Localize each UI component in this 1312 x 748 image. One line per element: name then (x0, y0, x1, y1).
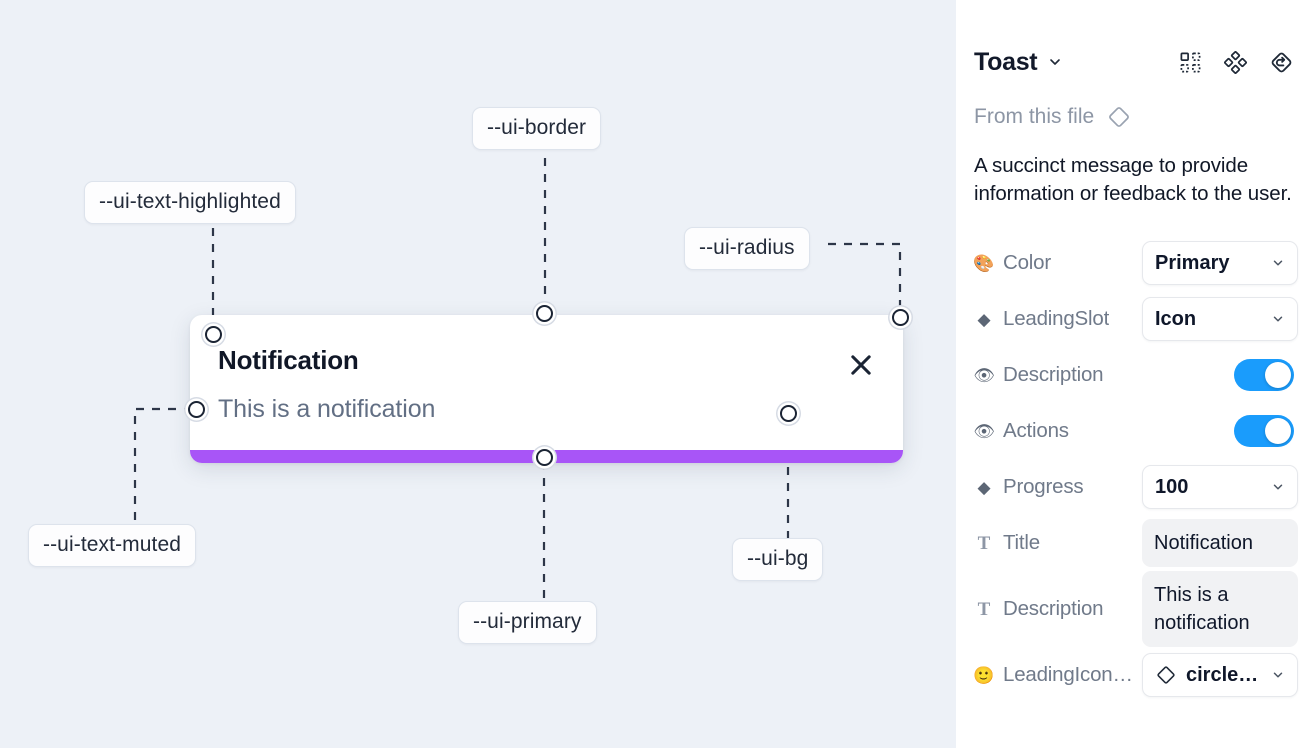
color-select-value: Primary (1155, 251, 1230, 274)
property-name: LeadingIcon… (1003, 663, 1133, 687)
description-toggle[interactable] (1234, 359, 1294, 392)
source-row[interactable]: From this file (974, 104, 1294, 130)
anchor-node-border[interactable] (536, 305, 553, 322)
property-control: Primary (1142, 241, 1298, 286)
anchor-node-text-muted[interactable] (188, 401, 205, 418)
palette-emoji-icon: 🎨 (973, 253, 995, 273)
progress-select[interactable]: 100 (1142, 465, 1298, 510)
variants-cluster-icon[interactable] (1224, 50, 1247, 74)
chevron-down-icon (1271, 256, 1285, 270)
property-control (1234, 415, 1294, 448)
diamond-icon (1106, 104, 1132, 130)
title-text-field[interactable]: Notification (1142, 519, 1298, 568)
properties-panel: Toast (956, 0, 1312, 748)
property-name: Progress (1003, 475, 1084, 499)
text-t-icon: T (977, 532, 991, 554)
chevron-down-icon[interactable] (1047, 54, 1063, 70)
diamond-solid-icon: ◆ (977, 309, 991, 329)
property-row-title: T Title Notification (974, 515, 1298, 571)
panel-header: Toast (974, 34, 1294, 90)
chevron-down-icon (1271, 480, 1285, 494)
chevron-down-icon (1271, 312, 1285, 326)
property-label-actions: 👁 Actions (973, 419, 1142, 443)
property-name: Actions (1003, 419, 1069, 443)
toast-component[interactable]: Notification This is a notification (190, 315, 903, 463)
leadingslot-select[interactable]: Icon (1142, 297, 1298, 342)
token-pill-ui-text-muted[interactable]: --ui-text-muted (28, 524, 197, 567)
leadingslot-select-value: Icon (1155, 307, 1197, 330)
close-x-icon[interactable] (847, 351, 875, 379)
source-label: From this file (974, 105, 1095, 128)
property-control: This is a notification (1142, 571, 1298, 648)
property-row-leadingslot: ◆ LeadingSlot Icon (974, 291, 1298, 347)
color-select[interactable]: Primary (1142, 241, 1298, 286)
design-canvas[interactable]: Notification This is a notification --ui… (0, 0, 956, 748)
property-control: Icon (1142, 297, 1298, 342)
property-row-description-text: T Description This is a notification (974, 571, 1298, 648)
token-pill-ui-border[interactable]: --ui-border (472, 107, 602, 150)
property-control: circle… (1142, 653, 1298, 698)
token-pill-ui-text-highlighted[interactable]: --ui-text-highlighted (84, 181, 296, 224)
property-row-color: 🎨 Color Primary (973, 235, 1298, 291)
toggle-knob (1265, 362, 1291, 389)
header-icon-group (1179, 50, 1294, 75)
property-row-progress: ◆ Progress 100 (974, 459, 1298, 515)
diamond-icon (1155, 664, 1177, 686)
token-pill-ui-primary[interactable]: --ui-primary (458, 601, 597, 644)
property-control: 100 (1142, 465, 1298, 510)
component-name: Toast (974, 47, 1038, 76)
property-label-leadingslot: ◆ LeadingSlot (974, 307, 1142, 331)
anchor-node-bg[interactable] (780, 405, 797, 422)
leadingicon-select-value: circle… (1186, 663, 1259, 686)
component-set-icon[interactable] (1179, 51, 1202, 74)
progress-select-value: 100 (1155, 475, 1189, 498)
diamond-solid-icon: ◆ (977, 477, 991, 497)
token-pill-ui-radius[interactable]: --ui-radius (684, 227, 810, 270)
property-name: Color (1003, 251, 1051, 275)
reset-instance-icon[interactable] (1269, 50, 1294, 75)
chevron-down-icon (1271, 668, 1285, 682)
anchor-node-text-highlighted[interactable] (205, 326, 222, 343)
property-label-title: T Title (974, 531, 1142, 555)
property-list: 🎨 Color Primary ◆ LeadingSlot (973, 235, 1298, 703)
toggle-knob (1265, 418, 1291, 445)
property-label-progress: ◆ Progress (974, 475, 1142, 499)
toast-description: This is a notification (218, 395, 436, 423)
property-name: LeadingSlot (1003, 307, 1110, 331)
property-name: Description (1003, 363, 1104, 387)
property-label-description: 👁 Description (973, 363, 1142, 387)
property-control (1234, 359, 1294, 392)
property-label-leadingicon: 🙂 LeadingIcon… (973, 663, 1142, 687)
token-pill-ui-bg[interactable]: --ui-bg (732, 538, 824, 581)
property-label-description-text: T Description (974, 597, 1142, 621)
property-row-leadingicon: 🙂 LeadingIcon… circle… (973, 647, 1298, 703)
component-description: A succinct message to provide informatio… (974, 154, 1292, 205)
property-name: Description (1003, 597, 1104, 621)
anchor-node-primary[interactable] (536, 449, 553, 466)
smiley-emoji-icon: 🙂 (973, 665, 995, 685)
property-row-actions-visibility: 👁 Actions (973, 403, 1294, 459)
eye-emoji-icon: 👁 (973, 421, 995, 441)
property-control: Notification (1142, 519, 1298, 568)
property-name: Title (1003, 531, 1040, 555)
property-row-description-visibility: 👁 Description (973, 347, 1294, 403)
eye-emoji-icon: 👁 (973, 365, 995, 385)
text-t-icon: T (977, 598, 991, 620)
toast-title: Notification (218, 345, 359, 375)
actions-toggle[interactable] (1234, 415, 1294, 448)
description-text-field[interactable]: This is a notification (1142, 571, 1298, 648)
anchor-node-radius[interactable] (892, 309, 909, 326)
property-label-color: 🎨 Color (973, 251, 1142, 275)
leadingicon-select[interactable]: circle… (1142, 653, 1298, 698)
